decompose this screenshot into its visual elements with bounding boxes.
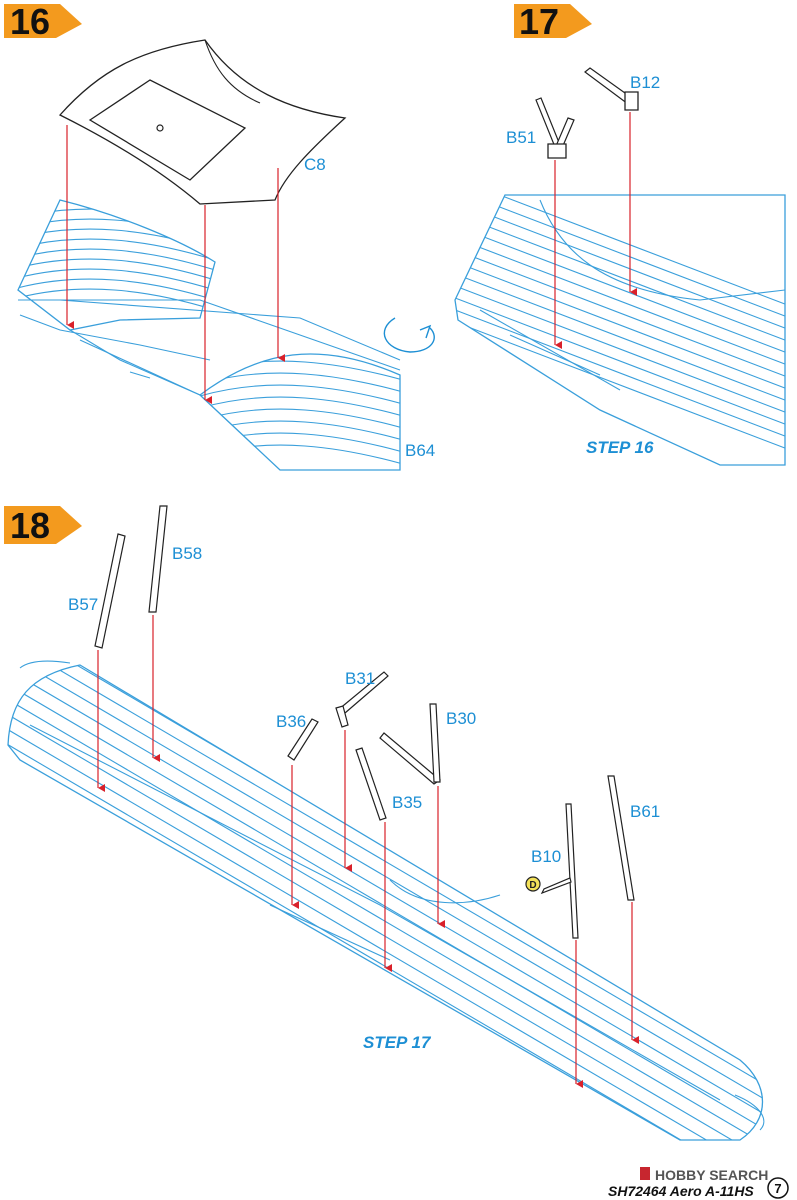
step-17: 17 bbox=[454, 1, 786, 466]
step-18: 18 bbox=[4, 505, 765, 1141]
step-16: 16 bbox=[4, 1, 435, 471]
part-c8 bbox=[58, 39, 347, 205]
part-b36 bbox=[287, 718, 319, 761]
step-17-number: 17 bbox=[519, 1, 559, 42]
footer: HOBBY SEARCH SH72464 Aero A-11HS 7 bbox=[608, 1167, 789, 1199]
hobby-search-watermark: HOBBY SEARCH bbox=[640, 1167, 768, 1183]
step-18-reference: STEP 17 bbox=[363, 1033, 432, 1052]
label-b12: B12 bbox=[630, 73, 660, 92]
label-b31: B31 bbox=[345, 669, 375, 688]
rotate-arrow-icon bbox=[383, 317, 435, 353]
detail-badge-letter: D bbox=[529, 880, 536, 891]
page-number: 7 bbox=[774, 1181, 781, 1196]
watermark-text: HOBBY SEARCH bbox=[655, 1167, 768, 1183]
part-b51 bbox=[535, 97, 575, 159]
step-18-number: 18 bbox=[10, 505, 50, 546]
step-16-wing-right bbox=[198, 353, 401, 471]
step-16-number: 16 bbox=[10, 1, 50, 42]
label-c8: C8 bbox=[304, 155, 326, 174]
label-b10: B10 bbox=[531, 847, 561, 866]
part-b35 bbox=[355, 747, 387, 821]
step-18-badge: 18 bbox=[4, 505, 82, 546]
label-b64: B64 bbox=[405, 441, 435, 460]
step-17-wing bbox=[454, 194, 786, 466]
part-b61 bbox=[607, 775, 635, 901]
part-b58 bbox=[148, 505, 168, 613]
step-17-badge: 17 bbox=[514, 1, 592, 42]
step-16-badge: 16 bbox=[4, 1, 82, 42]
label-b36: B36 bbox=[276, 712, 306, 731]
part-b57 bbox=[94, 533, 126, 649]
part-b31 bbox=[335, 671, 389, 728]
page-number-circle bbox=[767, 1177, 789, 1199]
part-b10 bbox=[540, 803, 579, 939]
detail-badge: D bbox=[525, 876, 541, 892]
label-b35: B35 bbox=[392, 793, 422, 812]
label-b30: B30 bbox=[446, 709, 476, 728]
step-18-wing bbox=[7, 660, 765, 1141]
step-16-center-section bbox=[59, 299, 401, 396]
part-b30 bbox=[379, 703, 441, 785]
label-b58: B58 bbox=[172, 544, 202, 563]
label-b61: B61 bbox=[630, 802, 660, 821]
step-17-reference: STEP 16 bbox=[586, 438, 654, 457]
label-b57: B57 bbox=[68, 595, 98, 614]
part-b12 bbox=[584, 67, 639, 111]
label-b51: B51 bbox=[506, 128, 536, 147]
kit-code: SH72464 Aero A-11HS bbox=[608, 1183, 754, 1199]
